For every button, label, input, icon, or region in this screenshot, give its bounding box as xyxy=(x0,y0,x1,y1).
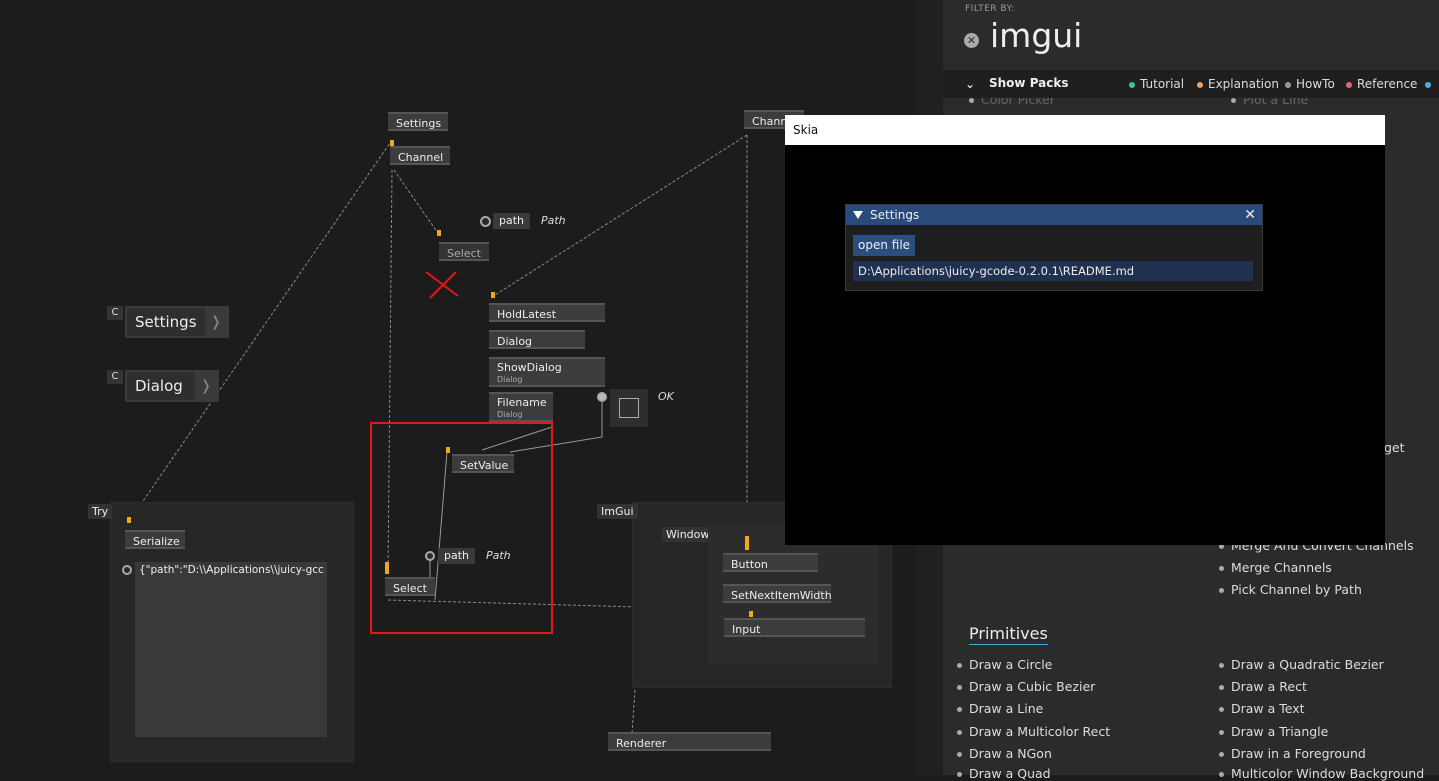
setvalue-node[interactable]: SetValue xyxy=(452,454,514,473)
legend-explanation[interactable]: Explanation xyxy=(1197,77,1279,91)
wire xyxy=(631,689,636,734)
try-region-label: Try xyxy=(88,504,113,519)
button-node[interactable]: Button xyxy=(723,553,818,572)
imgui-settings-window[interactable]: Settings ✕ open file D:\Applications\jui… xyxy=(845,204,1263,291)
path-label: Path xyxy=(541,214,566,227)
settings-node[interactable]: Settings xyxy=(388,112,448,131)
path-pin-value[interactable]: path xyxy=(493,213,531,229)
filter-label: FILTER BY: xyxy=(965,4,1015,14)
wire xyxy=(494,134,748,296)
serialize-value-iobox[interactable]: {"path":"D:\\Applications\\juicy-gcc xyxy=(135,562,327,737)
link-draw-a-cubic-bezier[interactable]: Draw a Cubic Bezier xyxy=(957,679,1095,694)
select-node-top[interactable]: Select xyxy=(439,242,489,261)
wire xyxy=(393,169,441,237)
settings-definition[interactable]: Settings ❭ xyxy=(125,306,229,338)
filename-label: Filename xyxy=(497,396,547,409)
file-path-input[interactable]: D:\Applications\juicy-gcode-0.2.0.1\READ… xyxy=(853,261,1253,281)
dot-icon xyxy=(1129,81,1135,88)
skia-window-title[interactable]: Skia xyxy=(785,115,1385,145)
link-draw-a-rect[interactable]: Draw a Rect xyxy=(1219,679,1307,694)
pin[interactable] xyxy=(749,611,753,617)
chevron-right-icon[interactable]: ❭ xyxy=(205,308,227,336)
filename-node[interactable]: Filename Dialog xyxy=(489,392,553,422)
skia-window[interactable]: Skia Settings ✕ open file D:\Application… xyxy=(785,115,1385,545)
clear-filter-icon[interactable]: ✕ xyxy=(964,33,979,48)
legend-reference[interactable]: Reference xyxy=(1346,77,1417,91)
dialog-node[interactable]: Dialog xyxy=(489,330,585,349)
error-cross-icon xyxy=(425,271,459,299)
serialize-node[interactable]: Serialize xyxy=(125,530,185,549)
link-draw-a-line[interactable]: Draw a Line xyxy=(957,701,1043,716)
link-draw-a-circle[interactable]: Draw a Circle xyxy=(957,657,1052,672)
pin[interactable] xyxy=(491,292,495,298)
pin[interactable] xyxy=(446,447,450,453)
link-cut-mid-right[interactable]: get xyxy=(1384,440,1405,455)
channel-node[interactable]: Channel xyxy=(390,146,450,165)
ok-label: OK xyxy=(658,390,674,403)
link-draw-a-triangle[interactable]: Draw a Triangle xyxy=(1219,724,1328,739)
link-draw-a-ngon[interactable]: Draw a NGon xyxy=(957,746,1052,761)
path-pin-value-2[interactable]: path xyxy=(438,548,476,564)
chevron-down-icon[interactable]: ⌄ xyxy=(965,77,976,91)
patch-canvas[interactable]: Settings Channel Channel path Path Selec… xyxy=(0,0,916,775)
path-label-2: Path xyxy=(486,549,511,562)
pin[interactable] xyxy=(127,517,131,523)
wire xyxy=(434,451,448,601)
link-draw-a-multicolor-rect[interactable]: Draw a Multicolor Rect xyxy=(957,724,1110,739)
link-draw-a-text[interactable]: Draw a Text xyxy=(1219,701,1305,716)
show-packs-bar: ⌄ Show Packs Tutorial Explanation HowTo … xyxy=(943,70,1439,98)
chevron-right-icon[interactable]: ❭ xyxy=(195,372,217,400)
imgui-region-label: ImGui xyxy=(597,504,638,519)
pin-icon[interactable] xyxy=(597,392,607,402)
link-multicolor-window-background[interactable]: Multicolor Window Background xyxy=(1219,766,1424,781)
section-title-primitives: Primitives xyxy=(969,624,1048,645)
filename-sub: Dialog xyxy=(497,410,523,419)
showdialog-label: ShowDialog xyxy=(497,361,562,374)
link-merge-channels[interactable]: Merge Channels xyxy=(1219,560,1332,575)
close-icon[interactable]: ✕ xyxy=(1244,207,1256,223)
legend-tutorial[interactable]: Tutorial xyxy=(1129,77,1184,91)
iobox-pin-icon[interactable] xyxy=(480,216,491,227)
show-packs-toggle[interactable]: Show Packs xyxy=(989,76,1069,90)
collapse-triangle-icon[interactable] xyxy=(853,211,863,219)
showdialog-sub: Dialog xyxy=(497,375,523,384)
legend-howto[interactable]: HowTo xyxy=(1285,77,1335,91)
filter-input[interactable]: imgui xyxy=(990,16,1083,55)
showdialog-node[interactable]: ShowDialog Dialog xyxy=(489,357,605,387)
pin[interactable] xyxy=(390,140,394,146)
pin[interactable] xyxy=(385,562,389,574)
dot-icon xyxy=(1285,81,1291,88)
dot-icon xyxy=(1197,81,1203,88)
ok-button-iobox[interactable] xyxy=(610,389,648,427)
link-draw-a-quadratic-bezier[interactable]: Draw a Quadratic Bezier xyxy=(1219,657,1384,672)
renderer-node[interactable]: Renderer xyxy=(608,732,771,751)
class-badge: C xyxy=(107,370,123,384)
class-badge: C xyxy=(107,306,123,320)
dot-icon xyxy=(1346,81,1352,88)
holdlatest-node[interactable]: HoldLatest xyxy=(489,303,605,322)
settings-definition-label: Settings xyxy=(135,313,197,331)
dialog-definition-label: Dialog xyxy=(135,377,183,395)
imgui-window-header[interactable]: Settings ✕ xyxy=(846,205,1262,225)
setnextitemwidth-node[interactable]: SetNextItemWidth xyxy=(723,584,832,603)
open-file-button[interactable]: open file xyxy=(853,235,916,256)
pin[interactable] xyxy=(745,536,749,550)
link-draw-in-a-foreground[interactable]: Draw in a Foreground xyxy=(1219,746,1366,761)
input-node[interactable]: Input xyxy=(724,618,865,637)
link-draw-a-quad[interactable]: Draw a Quad xyxy=(957,766,1051,781)
iobox-pin-icon[interactable] xyxy=(425,551,435,561)
dot-icon xyxy=(1425,81,1431,88)
window-region-label: Window xyxy=(662,527,714,542)
dialog-definition[interactable]: Dialog ❭ xyxy=(125,370,219,402)
link-pick-channel-by-path[interactable]: Pick Channel by Path xyxy=(1219,582,1362,597)
wire xyxy=(387,169,393,571)
select-node-bottom[interactable]: Select xyxy=(385,577,435,596)
pin[interactable] xyxy=(437,230,441,236)
imgui-window-title: Settings xyxy=(870,208,920,222)
legend-more[interactable] xyxy=(1425,77,1436,91)
checkbox-icon xyxy=(619,398,639,418)
iobox-pin-icon[interactable] xyxy=(122,565,132,575)
wire xyxy=(481,426,553,451)
